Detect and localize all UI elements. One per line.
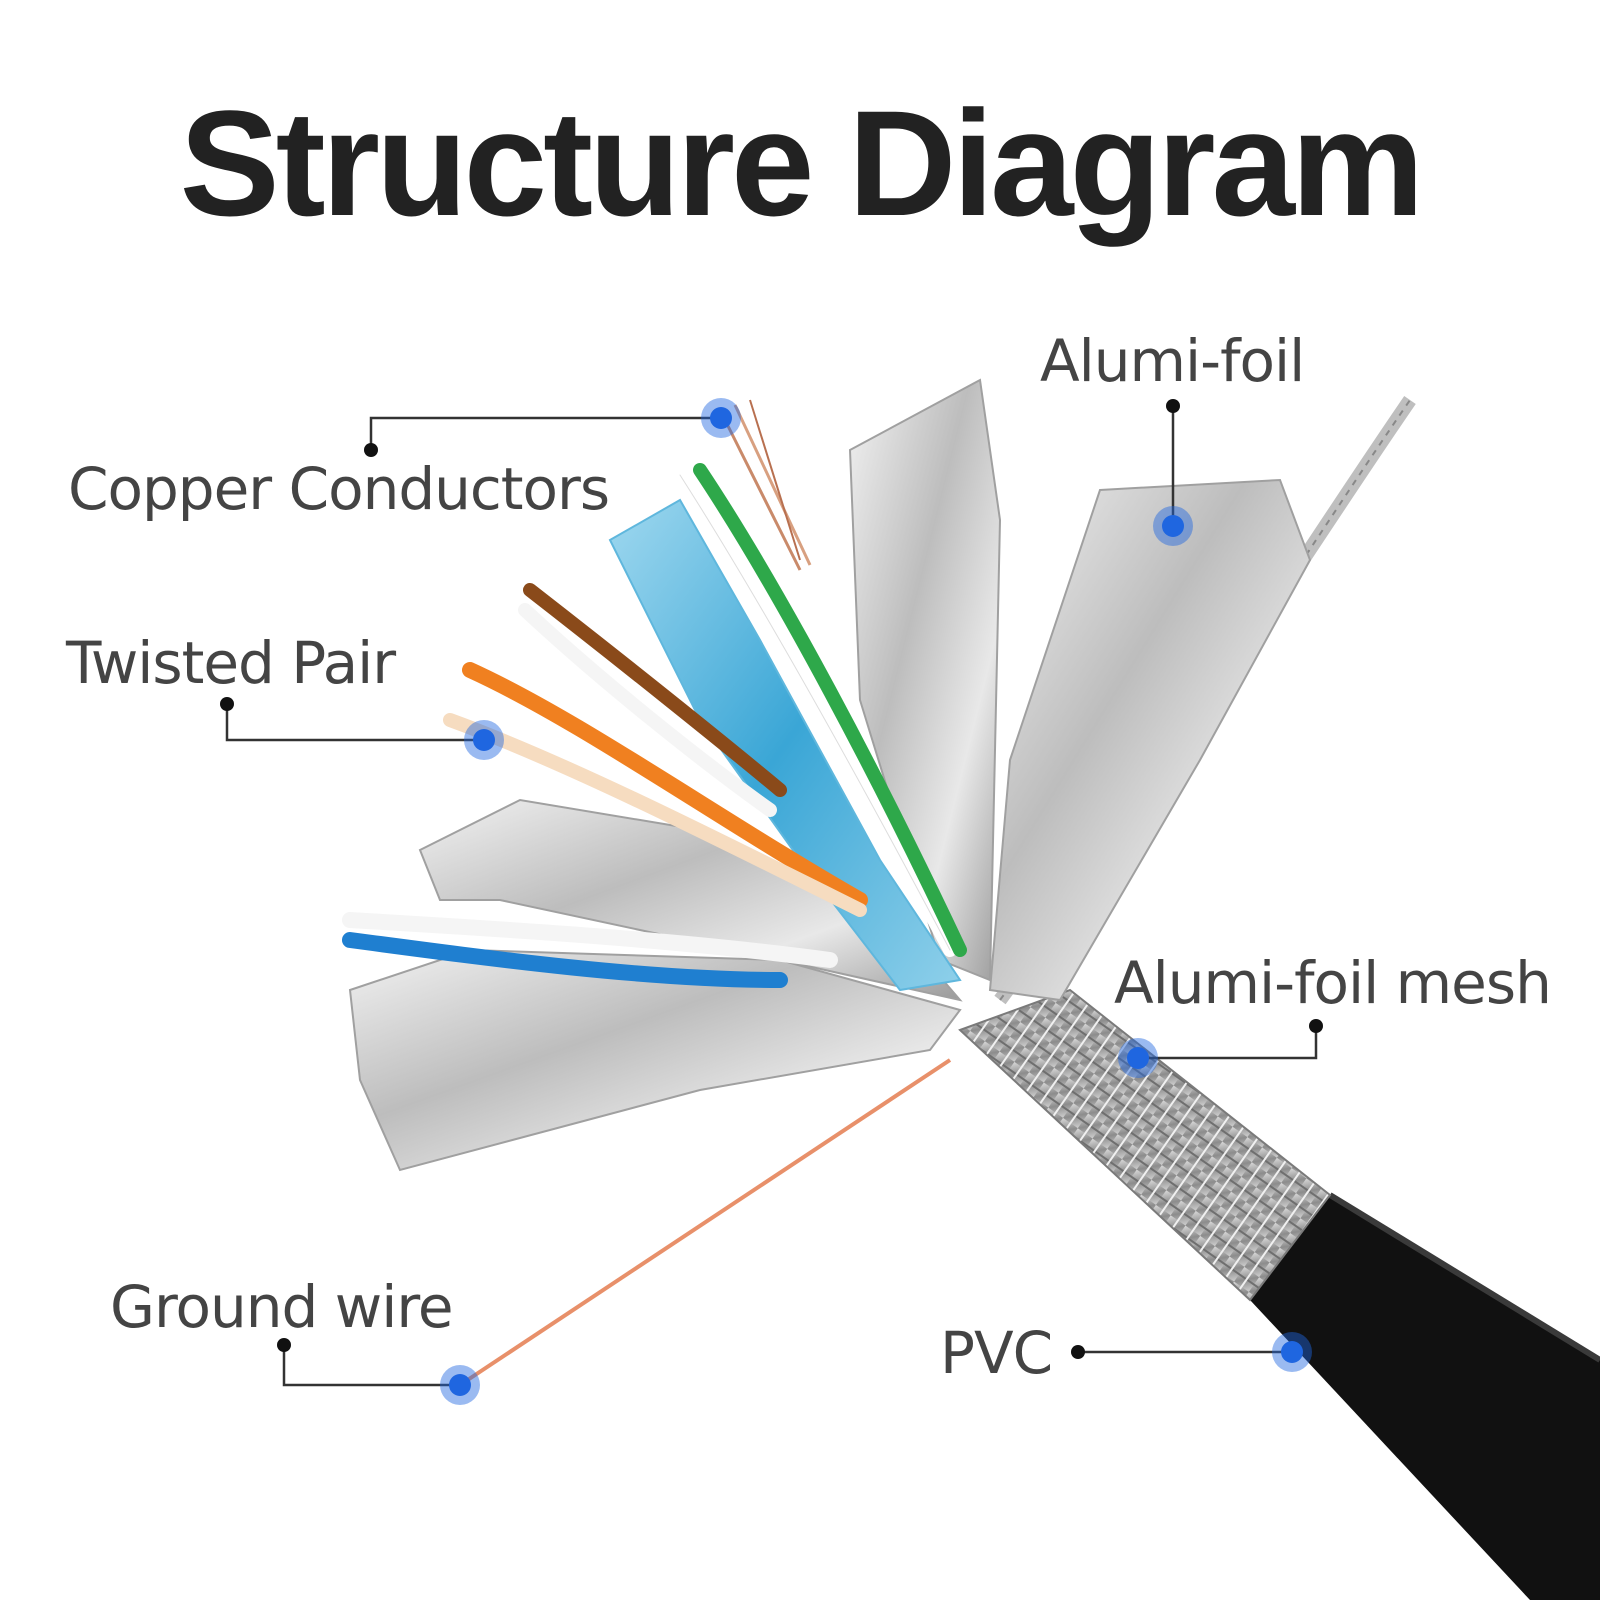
ground-wire (458, 1058, 952, 1387)
label-twisted-pair: Twisted Pair (66, 629, 396, 697)
label-alumi-foil: Alumi-foil (1040, 327, 1305, 395)
anchor-dots (220, 399, 1323, 1359)
copper-conductor-strands (718, 399, 812, 571)
page-title: Structure Diagram (179, 79, 1425, 247)
marker-alumi-foil (1153, 506, 1193, 546)
blue-markers (440, 398, 1312, 1405)
label-alumi-foil-mesh: Alumi-foil mesh (1114, 949, 1552, 1017)
marker-copper-conductors (701, 398, 741, 438)
marker-pvc (1272, 1332, 1312, 1372)
alumi-foil-sheets (348, 378, 1312, 1172)
pvc-jacket (1250, 1192, 1600, 1600)
marker-twisted-pair (464, 720, 504, 760)
twisted-pair-wires (342, 463, 967, 988)
label-ground-wire: Ground wire (110, 1273, 454, 1341)
marker-ground-wire (440, 1365, 480, 1405)
marker-alumi-foil-mesh (1118, 1038, 1158, 1078)
blue-foil-shield (608, 498, 962, 992)
label-pvc: PVC (940, 1319, 1053, 1387)
leader-lines (225, 406, 1318, 1387)
label-copper-conductors: Copper Conductors (68, 455, 610, 523)
